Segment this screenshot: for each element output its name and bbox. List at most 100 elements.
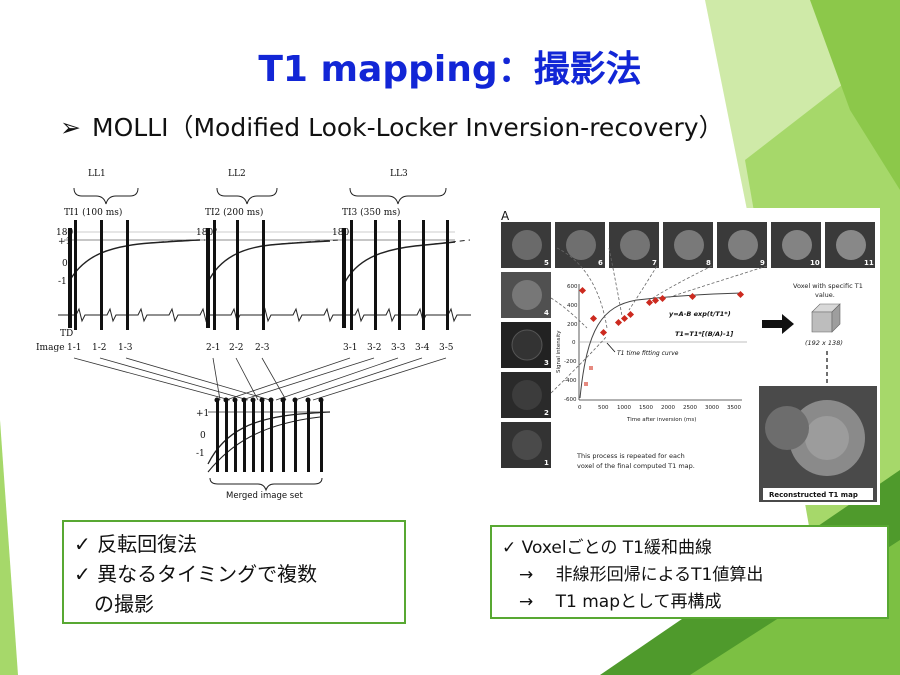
right-arrow-icon: [762, 314, 794, 334]
x-axis-label: Time after inversion (ms): [626, 417, 696, 423]
image-row-label: Image: [36, 343, 65, 353]
axis-zero: 0: [62, 259, 68, 269]
subtitle-row: ➢ MOLLI（Modified Look-Locker Inversion-re…: [60, 108, 724, 144]
equation-2: T1=T1*[(B/A)-1]: [675, 330, 733, 338]
merged-image-set-label: Merged image set: [226, 491, 303, 501]
repeat-text-2: voxel of the final computed T1 map.: [577, 462, 695, 470]
x-tick-3500: 3500: [727, 405, 741, 411]
mapping-dash-3: [628, 265, 658, 311]
recovery-dash-2: [269, 239, 341, 246]
label-ll1: LL1: [88, 169, 106, 179]
merged-curve-2: [207, 416, 321, 473]
thumb-num-10: 10: [810, 259, 820, 267]
thumb-num-8: 8: [706, 259, 711, 267]
label-ti3: TI3 (350 ms): [342, 207, 400, 218]
image-label-3-5: 3-5: [439, 343, 454, 353]
y-axis-label: Signal intensity: [556, 330, 562, 373]
mapping-dash-5: [666, 265, 768, 299]
equation-1: y=A-B exp(t/T1*): [669, 310, 731, 318]
axis-180: 180°: [56, 228, 78, 238]
summary-box-left: ✓ 反転回復法 ✓ 異なるタイミングで複数 の撮影: [62, 520, 406, 624]
brace-ll2: [216, 187, 278, 205]
x-tick-1000: 1000: [617, 405, 631, 411]
label-ti2: TI2 (200 ms): [205, 207, 263, 218]
thumb-num-7: 7: [652, 259, 657, 267]
map-heart-inner: [805, 416, 849, 460]
label-ll3: LL3: [390, 169, 408, 179]
deco-shape-top: [810, 0, 900, 190]
axis-180-2: 180°: [196, 228, 218, 238]
data-points: [578, 286, 745, 386]
thumb-num-6: 6: [598, 259, 603, 267]
bullet-arrow-icon: ➢: [60, 113, 81, 142]
mapping-dash-6: [550, 297, 588, 329]
merged-bars: [214, 397, 324, 472]
summary-box-right: ✓ Voxelごとの T1緩和曲線 → 非線形回帰によるT1値算出 → T1 m…: [490, 525, 889, 619]
axis-minus1: -1: [58, 277, 67, 287]
image-label-3-2: 3-2: [367, 343, 382, 353]
matrix-label: (192 x 138): [805, 339, 843, 347]
thumb-num-4: 4: [544, 309, 549, 317]
mapping-dash-1: [556, 247, 608, 329]
molli-sequence-diagram: LL1 LL2 LL3 TI1 (100 ms) TI2 (200 ms) TI…: [36, 169, 471, 501]
thumb-num-9: 9: [760, 259, 765, 267]
image-label-2-3: 2-3: [255, 343, 270, 353]
box-right-item-2: → 非線形回帰によるT1値算出: [502, 565, 764, 585]
merged-axis-minus1: -1: [196, 449, 205, 459]
image-label-3-3: 3-3: [391, 343, 406, 353]
thumb-num-5: 5: [544, 259, 549, 267]
thumbnail-column-left: [501, 272, 551, 468]
merged-axis-plus1: +1: [196, 409, 209, 419]
x-tick-3000: 3000: [705, 405, 719, 411]
brace-ll1: [73, 187, 139, 205]
image-label-3-1: 3-1: [343, 343, 358, 353]
mapping-lines: [73, 357, 447, 401]
x-tick-0: 0: [578, 405, 582, 411]
curve-label: T1 time fitting curve: [617, 350, 679, 357]
map-rv: [765, 406, 809, 450]
brace-ll3: [349, 187, 447, 205]
box-left-item-3: の撮影: [74, 592, 154, 616]
y-tick-0: 0: [572, 340, 576, 346]
label-ti1: TI1 (100 ms): [64, 207, 122, 218]
y-tick-200: 200: [567, 322, 578, 328]
merged-brace: [209, 477, 323, 492]
y-tick-minus400: -400: [564, 378, 577, 384]
voxel-cube-icon: [811, 303, 841, 333]
thumb-num-2: 2: [544, 409, 549, 417]
merged-axis-zero: 0: [200, 431, 206, 441]
map-label: Reconstructed T1 map: [769, 491, 858, 499]
y-tick-600: 600: [567, 284, 578, 290]
mapping-dash-2: [608, 247, 623, 317]
thumb-num-1: 1: [544, 459, 549, 467]
x-tick-2500: 2500: [683, 405, 697, 411]
repeat-text-1: This process is repeated for each: [576, 452, 685, 460]
panel-letter: A: [501, 209, 510, 223]
image-label-1-3: 1-3: [118, 343, 133, 353]
x-tick-2000: 2000: [661, 405, 675, 411]
axis-plus1: +1: [58, 237, 71, 247]
fitted-curve: [579, 292, 743, 399]
box-right-item-1: ✓ Voxelごとの T1緩和曲線: [502, 538, 712, 558]
subtitle-text: MOLLI（Modified Look-Locker Inversion-rec…: [92, 113, 724, 142]
label-ll2: LL2: [228, 169, 246, 179]
y-tick-minus600: -600: [564, 397, 577, 403]
recovery-curve-1: [69, 239, 201, 281]
image-label-2-1: 2-1: [206, 343, 221, 353]
box-right-item-3: → T1 mapとして再構成: [502, 592, 722, 612]
y-tick-minus200: -200: [564, 359, 577, 365]
recovery-dash-1: [149, 239, 206, 244]
curve-pointer: [606, 342, 616, 353]
box-left-item-1: ✓ 反転回復法: [74, 532, 198, 556]
voxel-text-1: Voxel with specific T1: [793, 282, 863, 290]
page-title: T1 mapping：撮影法: [258, 49, 642, 90]
td-label: TD: [60, 329, 73, 339]
y-tick-400: 400: [567, 303, 578, 309]
x-tick-500: 500: [598, 405, 609, 411]
t1-fitting-figure: A 5 6 7 8 9 10 11 4 3 2 1: [497, 208, 880, 505]
image-label-1-2: 1-2: [92, 343, 107, 353]
mapping-dash-7: [550, 335, 608, 394]
thumbnail-row-top: [501, 222, 875, 268]
pulse-bars: [68, 220, 449, 330]
image-label-2-2: 2-2: [229, 343, 244, 353]
